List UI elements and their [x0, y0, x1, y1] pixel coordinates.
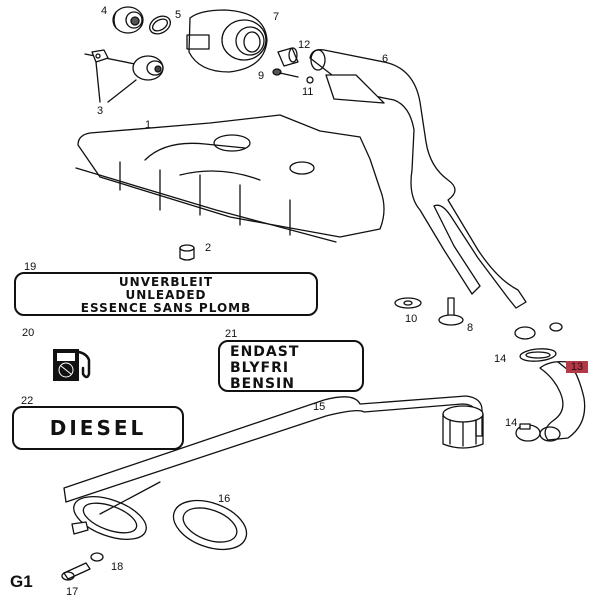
- callout-16: 16: [218, 493, 231, 505]
- callout-17: 17: [66, 586, 79, 598]
- page-id: G1: [10, 572, 33, 591]
- part-12-bushing[interactable]: [277, 47, 299, 67]
- callout-18: 18: [111, 561, 124, 573]
- callout-1: 1: [145, 119, 152, 131]
- part-14-hose-clamp-lower[interactable]: [515, 423, 541, 442]
- callout-14-upper: 14: [494, 353, 507, 365]
- part-15-flange[interactable]: [68, 481, 161, 548]
- part-9-screw[interactable]: [272, 68, 299, 78]
- label-sign-endast-blyfri[interactable]: ENDAST BLYFRI BENSIN: [218, 340, 364, 392]
- part-2-plug[interactable]: [179, 244, 195, 261]
- callout-14-lower: 14: [505, 417, 518, 429]
- callout-20: 20: [22, 327, 35, 339]
- part-18-washer[interactable]: [90, 552, 104, 562]
- callout-2: 2: [205, 242, 212, 254]
- sign-line: UNVERBLEIT: [118, 275, 214, 289]
- callout-15: 15: [313, 401, 326, 413]
- fuel-pump-no-lead-icon: [53, 349, 91, 381]
- sign-line: BENSIN: [230, 376, 295, 392]
- label-sign-diesel[interactable]: DIESEL: [12, 406, 184, 450]
- part-10-washer[interactable]: [394, 297, 422, 309]
- callout-19: 19: [24, 261, 37, 273]
- part-13-hose[interactable]: [539, 360, 586, 442]
- sign-line: DIESEL: [49, 416, 147, 440]
- sign-line: ESSENCE SANS PLOMB: [80, 301, 252, 315]
- part-5-o-ring[interactable]: [146, 13, 173, 38]
- sign-line: ENDAST: [230, 344, 300, 360]
- callout-7: 7: [273, 11, 280, 23]
- callout-3: 3: [97, 105, 104, 117]
- sign-line: BLYFRI: [230, 360, 290, 376]
- sign-line: UNLEADED: [125, 288, 207, 302]
- part-4-lock-cylinder[interactable]: [112, 6, 144, 34]
- callout-13-highlighted[interactable]: 13: [566, 361, 588, 373]
- part-7-filler-housing[interactable]: [186, 9, 268, 73]
- callout-5: 5: [175, 9, 182, 21]
- label-sign-unleaded[interactable]: UNVERBLEIT UNLEADED ESSENCE SANS PLOMB: [14, 272, 318, 316]
- callout-6: 6: [382, 53, 389, 65]
- part-8-bolt[interactable]: [438, 297, 464, 326]
- part-3-key-and-cylinder[interactable]: [84, 49, 164, 103]
- part-14-hose-clamp-upper[interactable]: [519, 347, 557, 362]
- callout-4: 4: [101, 5, 108, 17]
- callout-11: 11: [302, 86, 314, 98]
- part-16-gasket[interactable]: [167, 491, 253, 558]
- part-1-fuel-tank[interactable]: [75, 114, 385, 243]
- part-11-nut[interactable]: [306, 76, 314, 84]
- part-15-fuel-pickup-pipe[interactable]: [63, 395, 484, 503]
- part-6-filler-neck-pipe[interactable]: [309, 49, 563, 340]
- callout-10: 10: [405, 313, 418, 325]
- callout-8: 8: [467, 322, 474, 334]
- callout-22: 22: [21, 395, 34, 407]
- callout-12: 12: [298, 39, 311, 51]
- callout-21: 21: [225, 328, 238, 340]
- callout-9: 9: [258, 70, 265, 82]
- part-17-screw[interactable]: [61, 562, 91, 581]
